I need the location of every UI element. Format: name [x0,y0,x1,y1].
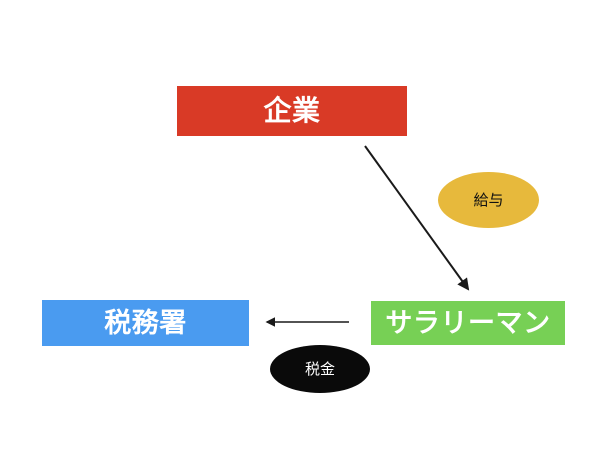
edge-label-tax[interactable]: 税金 [270,345,370,393]
edge-label-tax-text: 税金 [304,359,335,378]
node-company[interactable]: 企業 [177,86,407,136]
edge-label-salary-text: 給与 [473,190,504,209]
node-salaryman-label: サラリーマン [385,307,551,339]
edge-label-salary[interactable]: 給与 [438,172,539,228]
node-tax-office[interactable]: 税務署 [42,300,249,346]
node-salaryman[interactable]: サラリーマン [371,301,565,345]
node-company-label: 企業 [263,94,321,127]
node-tax-office-label: 税務署 [104,307,187,339]
